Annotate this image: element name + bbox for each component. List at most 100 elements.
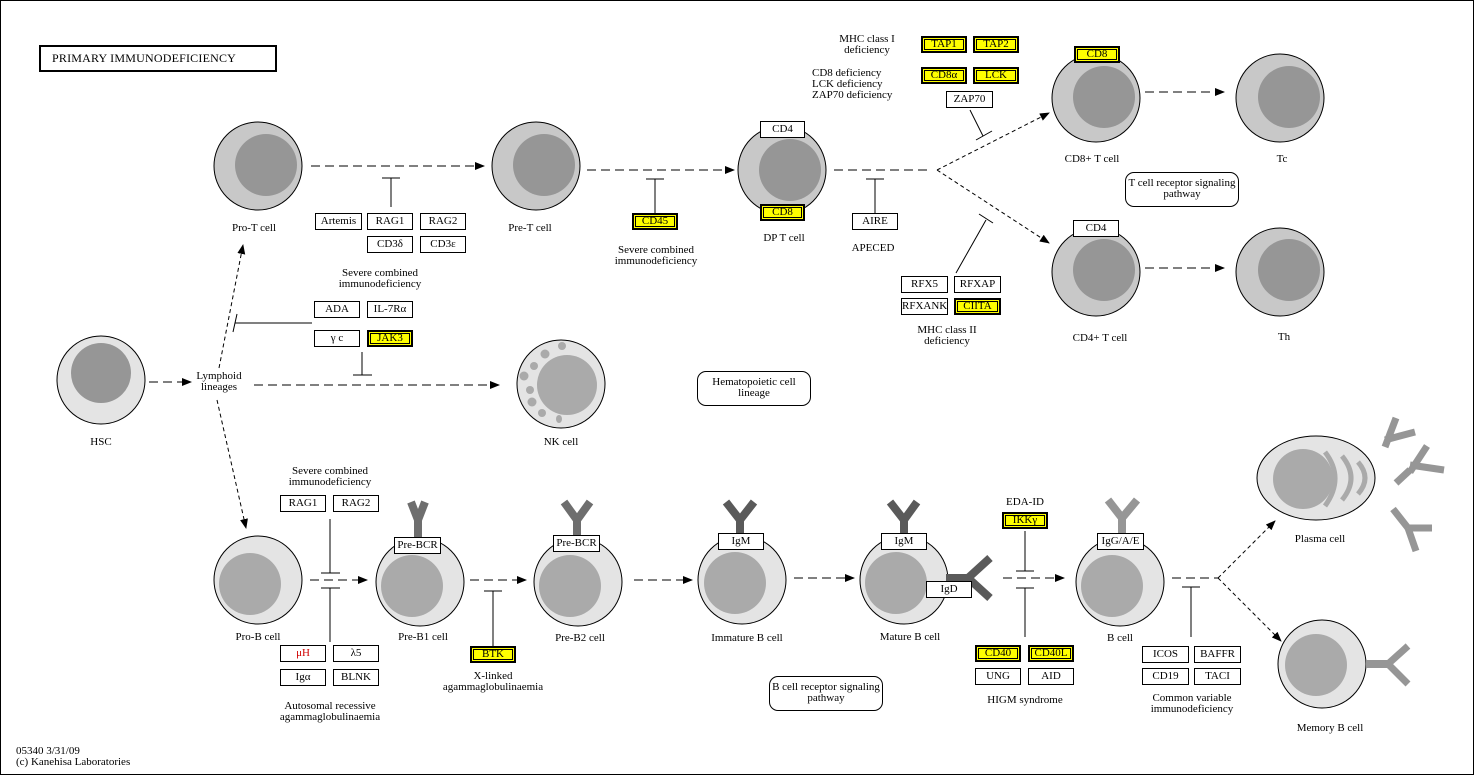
receptor-igm-immature[interactable]: IgM — [718, 533, 764, 550]
cell-memory-b[interactable] — [1277, 619, 1411, 709]
disease-mhc-class-1[interactable]: MHC class I deficiency — [839, 33, 895, 56]
cell-th[interactable] — [1235, 227, 1325, 317]
label-pre-t-cell: Pre-T cell — [508, 222, 552, 234]
gene-jak3[interactable]: JAK3 — [367, 330, 413, 347]
label-pro-t-cell: Pro-T cell — [231, 222, 277, 234]
receptor-cd4t-cd4[interactable]: CD4 — [1073, 220, 1119, 237]
label-pro-b-cell: Pro-B cell — [235, 631, 281, 643]
cell-plasma[interactable] — [1256, 416, 1445, 553]
footer-credit: 05340 3/31/09 (c) Kanehisa Laboratories — [16, 746, 130, 768]
relation-arrows — [149, 88, 1225, 584]
receptor-igd[interactable]: IgD — [926, 581, 972, 598]
receptor-igm-mature[interactable]: IgM — [881, 533, 927, 550]
inhibition-lines — [232, 109, 1200, 646]
cell-b[interactable] — [1075, 497, 1165, 627]
receptor-iggae[interactable]: IgG/A/E — [1097, 533, 1144, 550]
cell-immature-b[interactable] — [697, 499, 787, 625]
receptor-pre-bcr-2[interactable]: Pre-BCR — [553, 535, 600, 552]
footer-map-id: 05340 3/31/09 — [16, 745, 80, 757]
gene-ung[interactable]: UNG — [975, 668, 1021, 685]
disease-scid-b[interactable]: Severe combined immunodeficiency — [288, 465, 372, 488]
gene-ikkg[interactable]: IKKγ — [1002, 512, 1048, 529]
disease-cd8-lck-zap70[interactable]: CD8 deficiency LCK deficiency ZAP70 defi… — [812, 67, 893, 101]
gene-cd40l[interactable]: CD40L — [1028, 645, 1074, 662]
cell-tc[interactable] — [1235, 53, 1325, 143]
receptor-dp-cd8[interactable]: CD8 — [760, 204, 805, 221]
disease-scid-t[interactable]: Severe combined immunodeficiency — [338, 267, 422, 290]
gene-cd3e[interactable]: CD3ε — [420, 236, 466, 253]
label-hsc: HSC — [90, 436, 112, 448]
footer-copyright: (c) Kanehisa Laboratories — [16, 756, 131, 768]
cell-nk[interactable] — [516, 339, 606, 429]
disease-eda-id[interactable]: EDA-ID — [1006, 496, 1044, 508]
cell-dp-t[interactable] — [737, 125, 827, 215]
gene-icos[interactable]: ICOS — [1142, 646, 1189, 663]
gene-rfxank[interactable]: RFXANK — [901, 298, 948, 315]
diagonal-arrows — [216, 112, 1282, 642]
disease-mhc-class-2[interactable]: MHC class II deficiency — [917, 324, 977, 347]
gene-cd40[interactable]: CD40 — [975, 645, 1021, 662]
gene-ciita[interactable]: CIITA — [954, 298, 1001, 315]
gene-iga[interactable]: Igα — [280, 669, 326, 686]
gene-cd45[interactable]: CD45 — [632, 213, 678, 230]
map-bcr-signaling[interactable]: B cell receptor signaling pathway — [769, 676, 883, 711]
gene-aire[interactable]: AIRE — [852, 213, 898, 230]
gene-tap1[interactable]: TAP1 — [921, 36, 967, 53]
gene-zap70[interactable]: ZAP70 — [946, 91, 993, 108]
gene-il7ra[interactable]: IL-7Rα — [367, 301, 413, 318]
label-cd8-t-cell: CD8+ T cell — [1064, 153, 1120, 165]
cell-cd4-t[interactable] — [1051, 227, 1141, 317]
gene-artemis[interactable]: Artemis — [315, 213, 362, 230]
gene-rag2-b[interactable]: RAG2 — [333, 495, 379, 512]
label-b-cell: B cell — [1107, 632, 1133, 644]
cell-mature-b[interactable] — [859, 499, 993, 625]
gene-cd19[interactable]: CD19 — [1142, 668, 1189, 685]
disease-apeced[interactable]: APECED — [851, 242, 895, 254]
gene-rag1-t[interactable]: RAG1 — [367, 213, 413, 230]
map-tcr-signaling[interactable]: T cell receptor signaling pathway — [1125, 172, 1239, 207]
label-memory-b-cell: Memory B cell — [1296, 722, 1364, 734]
gene-aid[interactable]: AID — [1028, 668, 1074, 685]
receptor-cd8t-cd8[interactable]: CD8 — [1074, 46, 1120, 63]
label-immature-b-cell: Immature B cell — [711, 632, 783, 644]
cell-pre-t[interactable] — [491, 121, 581, 211]
gene-tap2[interactable]: TAP2 — [973, 36, 1019, 53]
disease-ar-agammaglobulinaemia[interactable]: Autosomal recessive agammaglobulinaemia — [279, 700, 381, 723]
gene-gamma-c[interactable]: γ c — [314, 330, 360, 347]
map-hematopoietic-cell-lineage[interactable]: Hematopoietic cell lineage — [697, 371, 811, 406]
gene-lck[interactable]: LCK — [973, 67, 1019, 84]
gene-rfxap[interactable]: RFXAP — [954, 276, 1001, 293]
gene-ada[interactable]: ADA — [314, 301, 360, 318]
receptor-dp-cd4[interactable]: CD4 — [760, 121, 805, 138]
gene-cd3d[interactable]: CD3δ — [367, 236, 413, 253]
cell-cd8-t[interactable] — [1051, 53, 1141, 143]
cell-pro-b[interactable] — [213, 535, 303, 625]
cell-hsc[interactable] — [56, 335, 146, 425]
label-pre-b1-cell: Pre-B1 cell — [398, 631, 448, 643]
gene-rfx5[interactable]: RFX5 — [901, 276, 948, 293]
label-plasma-cell: Plasma cell — [1294, 533, 1346, 545]
cell-pre-b2[interactable] — [533, 499, 623, 627]
disease-higm-syndrome[interactable]: HIGM syndrome — [987, 694, 1063, 706]
label-tc: Tc — [1276, 153, 1288, 165]
gene-rag1-b[interactable]: RAG1 — [280, 495, 326, 512]
label-dp-t-cell: DP T cell — [763, 232, 805, 244]
gene-cd8a[interactable]: CD8α — [921, 67, 967, 84]
gene-mu-h[interactable]: μH — [280, 645, 326, 662]
gene-rag2-t[interactable]: RAG2 — [420, 213, 466, 230]
cell-pre-b1[interactable] — [375, 500, 465, 627]
disease-cvid[interactable]: Common variable immunodeficiency — [1150, 692, 1234, 715]
label-cd4-t-cell: CD4+ T cell — [1072, 332, 1128, 344]
disease-scid-cd45[interactable]: Severe combined immunodeficiency — [614, 244, 698, 267]
cell-pro-t[interactable] — [213, 121, 303, 211]
gene-taci[interactable]: TACI — [1194, 668, 1241, 685]
gene-btk[interactable]: BTK — [470, 646, 516, 663]
gene-lambda5[interactable]: λ5 — [333, 645, 379, 662]
label-th: Th — [1277, 331, 1291, 343]
receptor-pre-bcr-1[interactable]: Pre-BCR — [394, 537, 441, 554]
gene-blnk[interactable]: BLNK — [333, 669, 379, 686]
pathway-title: PRIMARY IMMUNODEFICIENCY — [39, 45, 277, 72]
disease-x-linked-agammaglobulinaemia[interactable]: X-linked agammaglobulinaemia — [442, 670, 544, 693]
gene-baffr[interactable]: BAFFR — [1194, 646, 1241, 663]
